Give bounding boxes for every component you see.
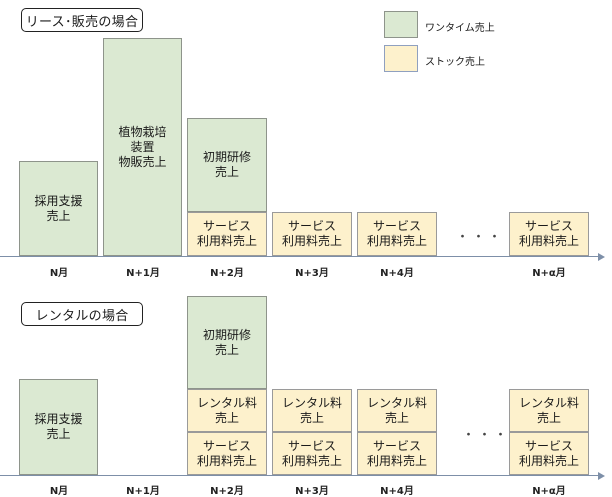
block-service-fee-n3: サービス 利用料売上 (272, 212, 352, 256)
block-service-fee-n4: サービス 利用料売上 (357, 212, 437, 256)
block-service-fee-na: サービス 利用料売上 (509, 212, 589, 256)
tick-n-rental: N月 (49, 486, 69, 497)
block-initial-training-n2: 初期研修 売上 (187, 118, 267, 212)
block-service-fee-n2: サービス 利用料売上 (187, 212, 267, 256)
block-initial-training-n2-rental: 初期研修 売上 (187, 296, 267, 389)
tick-n4-rental: N+4月 (380, 486, 414, 497)
block-service-fee-n2-rental: サービス 利用料売上 (187, 432, 267, 475)
tick-na-rental: N+α月 (532, 486, 566, 497)
block-rental-fee-n3: レンタル料 売上 (272, 389, 352, 432)
block-rental-fee-n4: レンタル料 売上 (357, 389, 437, 432)
legend-stock-label: ストック売上 (425, 57, 485, 68)
legend-stock-swatch (384, 45, 418, 72)
tick-n: N月 (49, 268, 69, 279)
block-service-fee-n4-rental: サービス 利用料売上 (357, 432, 437, 475)
tick-n3-rental: N+3月 (295, 486, 329, 497)
block-adoption-support-n-rental: 採用支援 売上 (19, 379, 98, 475)
block-adoption-support-n: 採用支援 売上 (19, 161, 98, 256)
timeline-arrow-1 (598, 253, 605, 261)
legend-onetime-label: ワンタイム売上 (425, 23, 495, 34)
tick-n2-rental: N+2月 (210, 486, 244, 497)
timeline-arrow-2 (598, 472, 605, 480)
section-title-lease-sales: リース･販売の場合 (21, 8, 143, 32)
tick-n4: N+4月 (380, 268, 414, 279)
block-rental-fee-na: レンタル料 売上 (509, 389, 589, 432)
ellipsis-2: ・・・・ (462, 428, 527, 443)
block-service-fee-n3-rental: サービス 利用料売上 (272, 432, 352, 475)
tick-na: N+α月 (532, 268, 566, 279)
tick-n1: N+1月 (126, 268, 160, 279)
section-title-rental: レンタルの場合 (21, 302, 143, 326)
ellipsis-1: ・・・・ (456, 230, 521, 245)
block-equipment-sales-n1: 植物栽培 装置 物販売上 (103, 38, 182, 256)
tick-n2: N+2月 (210, 268, 244, 279)
timeline-axis-2 (0, 475, 598, 476)
timeline-axis-1 (0, 256, 598, 257)
block-rental-fee-n2: レンタル料 売上 (187, 389, 267, 432)
tick-n1-rental: N+1月 (126, 486, 160, 497)
block-service-fee-na-rental: サービス 利用料売上 (509, 432, 589, 475)
legend-onetime-swatch (384, 11, 418, 38)
tick-n3: N+3月 (295, 268, 329, 279)
